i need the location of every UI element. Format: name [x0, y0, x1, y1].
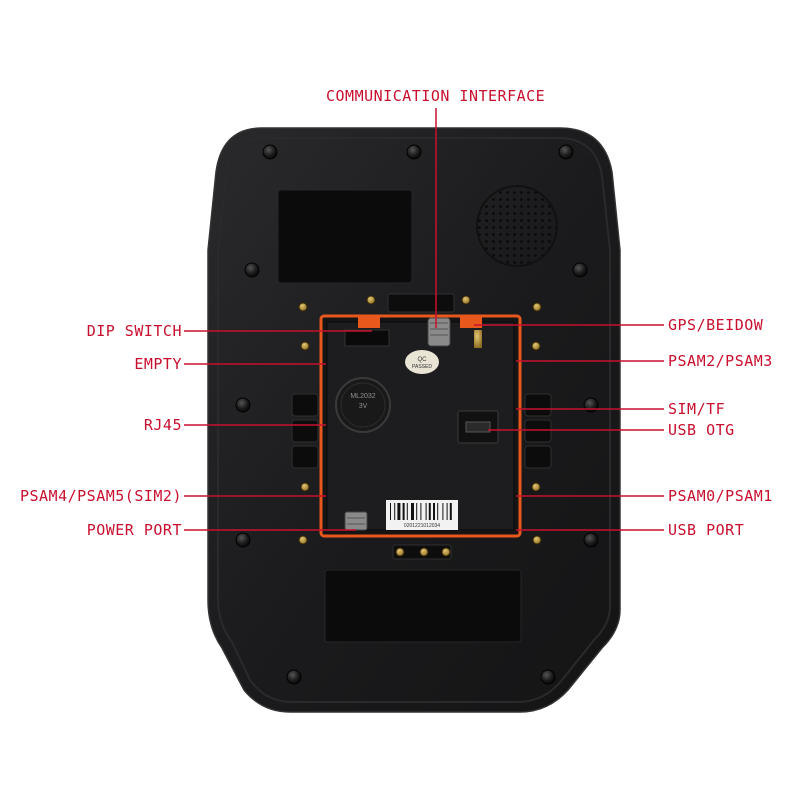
barcode-bar — [442, 503, 444, 520]
side-clip-right — [524, 393, 552, 469]
barcode-bar — [402, 503, 405, 520]
label-usb-port: USB PORT — [668, 521, 745, 539]
barcode-bar — [420, 503, 422, 520]
gps-pin — [474, 330, 482, 348]
label-dip-switch: DIP SWITCH — [86, 322, 182, 340]
label-psam2-psam3: PSAM2/PSAM3 — [668, 352, 773, 370]
screw-icon — [540, 669, 556, 685]
barcode-number: 0201221012034 — [404, 523, 440, 529]
barcode-bar — [449, 503, 452, 520]
barcode-bar — [433, 503, 435, 520]
brass-insert — [366, 295, 376, 305]
brass-insert — [300, 341, 310, 351]
battery-line2: 3V — [359, 403, 368, 410]
bay-top-tab — [387, 293, 455, 313]
brass-insert — [532, 302, 542, 312]
label-sim-tf: SIM/TF — [668, 400, 726, 418]
brass-insert — [531, 482, 541, 492]
label-power-port: POWER PORT — [86, 521, 182, 539]
label-gps-beidow: GPS/BEIDOW — [668, 316, 764, 334]
barcode-bar — [394, 503, 396, 520]
barcode-sticker-icon: 0201221012034 — [386, 500, 458, 530]
battery-line1: ML2032 — [350, 393, 375, 400]
screw-icon — [406, 144, 422, 160]
label-recess-bottom — [324, 569, 522, 643]
gps-connector-tab — [460, 316, 482, 328]
brass-insert — [441, 547, 451, 557]
label-recess-top — [277, 189, 413, 284]
screw-icon — [262, 144, 278, 160]
barcode-bar — [406, 503, 408, 520]
label-psam0-psam1: PSAM0/PSAM1 — [668, 487, 773, 505]
qc-passed-sticker-icon — [405, 350, 439, 374]
qc-line2: PASSED — [412, 364, 432, 370]
screw-icon — [244, 262, 260, 278]
brass-insert — [298, 535, 308, 545]
brass-insert — [395, 547, 405, 557]
label-communication-interface: COMMUNICATION INTERFACE — [326, 87, 546, 105]
brass-inserts — [298, 295, 542, 557]
brass-insert — [532, 535, 542, 545]
label-rj45: RJ45 — [143, 416, 182, 434]
coin-battery-icon — [335, 377, 391, 433]
barcode-bar — [411, 503, 414, 520]
power-connector — [344, 511, 368, 531]
dip-switch-block — [344, 329, 390, 347]
screws — [235, 144, 599, 685]
side-clip-left — [291, 393, 319, 469]
screw-icon — [572, 262, 588, 278]
callout-leaders — [184, 108, 664, 531]
barcode-bar — [437, 503, 439, 520]
screw-icon — [235, 532, 251, 548]
brass-insert — [461, 295, 471, 305]
sma-connector-icon — [427, 317, 451, 347]
qc-line1: QC — [418, 357, 428, 363]
screw-icon — [235, 397, 251, 413]
screw-icon — [286, 669, 302, 685]
dip-switch-tab — [358, 316, 380, 328]
screw-icon — [583, 397, 599, 413]
screw-icon — [583, 532, 599, 548]
brass-insert — [298, 302, 308, 312]
barcode-bar — [416, 503, 418, 520]
brass-insert — [300, 482, 310, 492]
screw-icon — [558, 144, 574, 160]
barcode-bar — [397, 503, 401, 520]
barcode-bar — [446, 503, 448, 520]
label-psam4-psam5: PSAM4/PSAM5(SIM2) — [19, 487, 182, 505]
label-usb-otg: USB OTG — [668, 421, 735, 439]
speaker-grille-icon — [477, 186, 557, 266]
brass-insert — [419, 547, 429, 557]
brass-insert — [531, 341, 541, 351]
label-empty: EMPTY — [134, 355, 182, 373]
barcode-bar — [390, 503, 391, 520]
barcode-bar — [428, 503, 431, 520]
barcode-bar — [425, 503, 427, 520]
device-body-bevel — [217, 137, 611, 703]
